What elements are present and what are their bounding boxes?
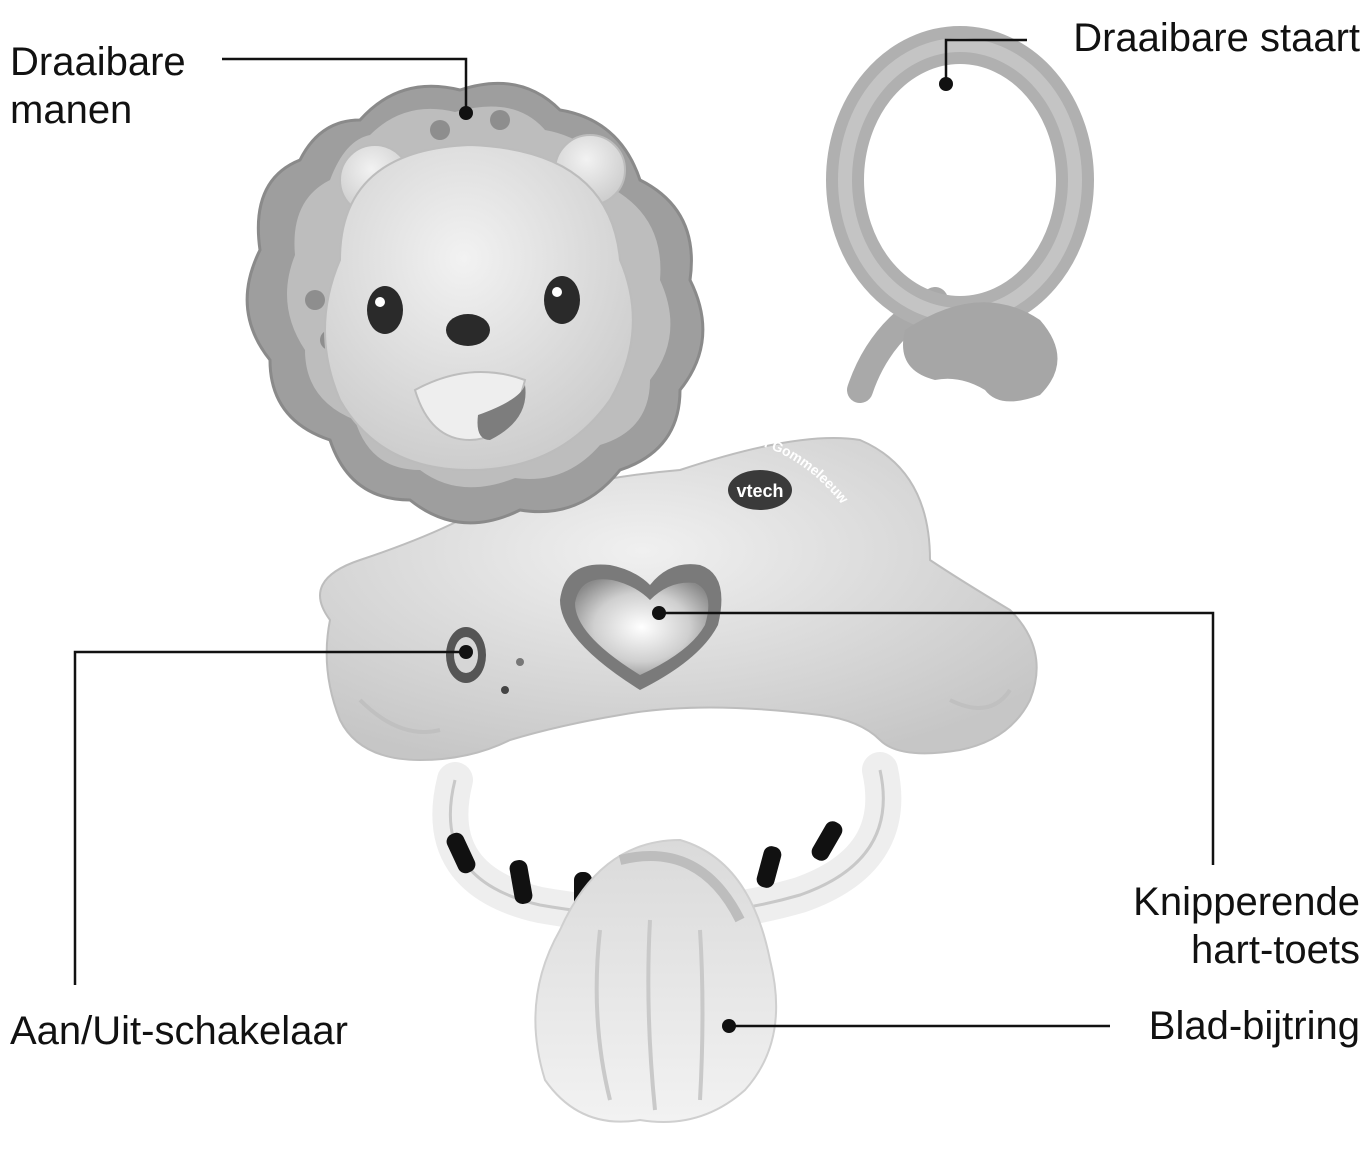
tail[interactable] — [845, 45, 1075, 401]
label-line: Draaibare — [10, 38, 186, 86]
label-rotating-tail: Draaibare staart — [1073, 14, 1360, 62]
logo-text: vtech — [736, 481, 783, 501]
dot-power — [459, 645, 473, 659]
label-line: manen — [10, 86, 186, 134]
label-leaf-teether: Blad-bijtring — [1149, 1002, 1360, 1050]
label-line: hart-toets — [1133, 926, 1360, 974]
leaf-teether[interactable] — [535, 840, 776, 1122]
dot-tail — [939, 77, 953, 91]
label-flashing-heart-button: Knipperende hart-toets — [1133, 878, 1360, 974]
brand-logo: vtech — [728, 470, 792, 510]
dot-heart — [652, 606, 666, 620]
dot-teether — [722, 1019, 736, 1033]
label-line: Knipperende — [1133, 878, 1360, 926]
label-line: Blad-bijtring — [1149, 1002, 1360, 1050]
label-line: Aan/Uit-schakelaar — [10, 1007, 348, 1055]
label-rotating-manes: Draaibare manen — [10, 38, 186, 134]
label-line: Draaibare staart — [1073, 14, 1360, 62]
dot-manes — [459, 106, 473, 120]
lion-head — [325, 135, 633, 470]
label-power-switch: Aan/Uit-schakelaar — [10, 1007, 348, 1055]
